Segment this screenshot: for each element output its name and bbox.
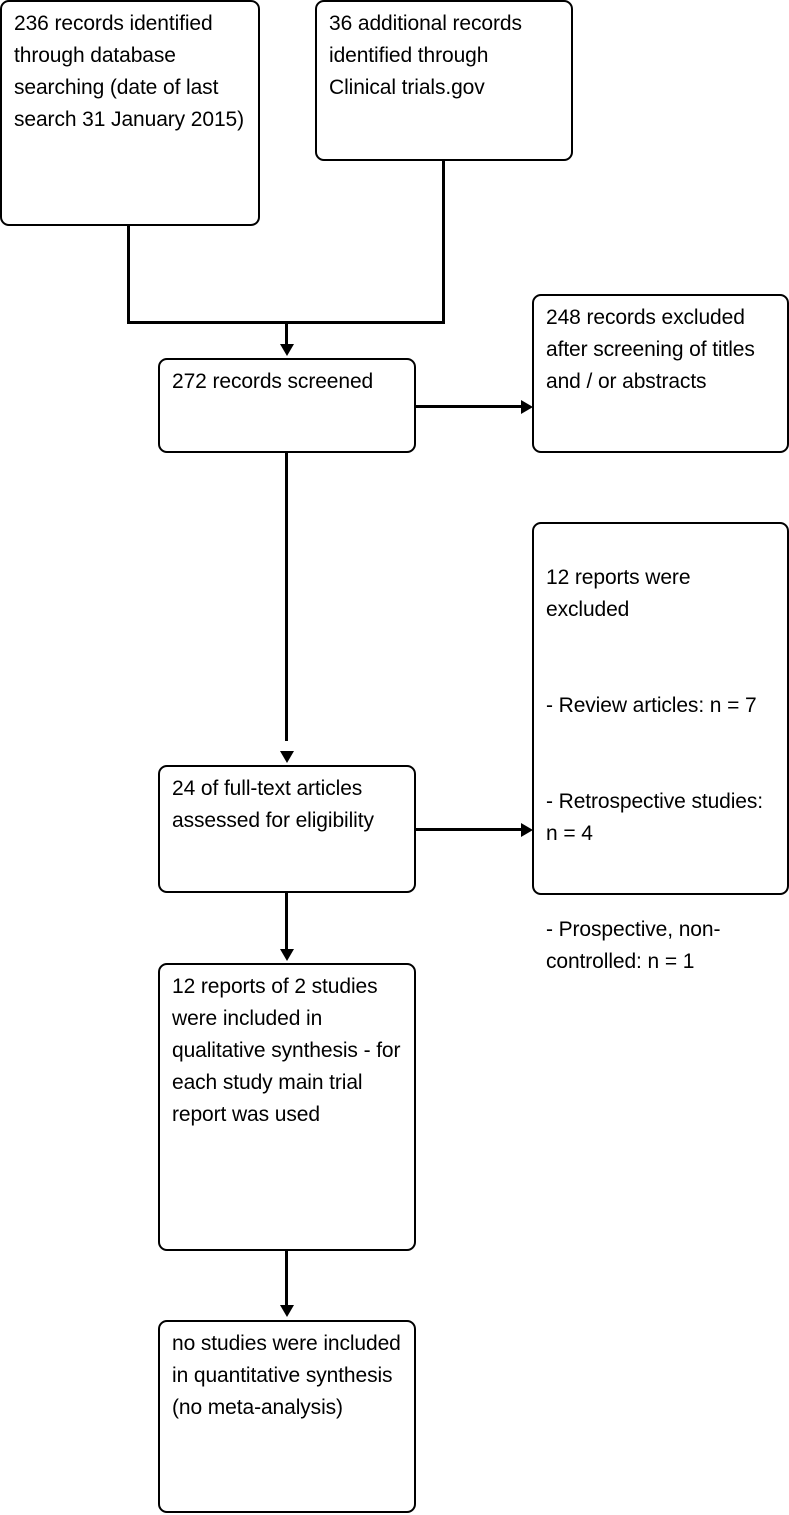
node-quantitative-synthesis: no studies were included in quantitative… (158, 1320, 416, 1513)
node-full-text-assessed: 24 of full-text articles assessed for el… (158, 765, 416, 893)
connector-fulltext-to-excluded-reports (416, 828, 524, 831)
connector-qualitative-to-quantitative (285, 1251, 288, 1305)
node-reports-excluded: 12 reports were excluded - Review articl… (532, 522, 789, 973)
arrowhead-fulltext-to-qualitative (280, 949, 294, 961)
node-records-screened: 272 records screened (158, 358, 416, 453)
reports-excluded-reason-retrospective: - Retrospective studies: n = 4 (546, 790, 764, 845)
reports-excluded-reason-review: - Review articles: n = 7 (546, 694, 757, 717)
arrowhead-screened-to-excluded (521, 400, 533, 414)
arrowhead-qualitative-to-quantitative (280, 1305, 294, 1317)
connector-screened-to-fulltext (285, 453, 288, 741)
connector-merge-to-screened (285, 321, 288, 346)
connector-fulltext-to-qualitative (285, 893, 288, 949)
node-qualitative-synthesis: 12 reports of 2 studies were included in… (158, 963, 416, 1251)
node-database-search: 236 records identified through database … (0, 0, 260, 226)
connector-database-stem (127, 226, 130, 324)
reports-excluded-heading: 12 reports were excluded (546, 566, 691, 621)
connector-registry-stem (442, 161, 445, 324)
reports-excluded-reason-prospective: - Prospective, non-controlled: n = 1 (546, 918, 721, 973)
node-records-excluded-screening: 248 records excluded after screening of … (532, 294, 789, 453)
connector-screened-to-excluded (416, 405, 524, 408)
arrowhead-merge-to-screened (280, 344, 294, 356)
arrowhead-fulltext-to-excluded-reports (521, 823, 533, 837)
arrowhead-screened-to-fulltext (280, 751, 294, 763)
node-registry-search: 36 additional records identified through… (315, 0, 573, 161)
